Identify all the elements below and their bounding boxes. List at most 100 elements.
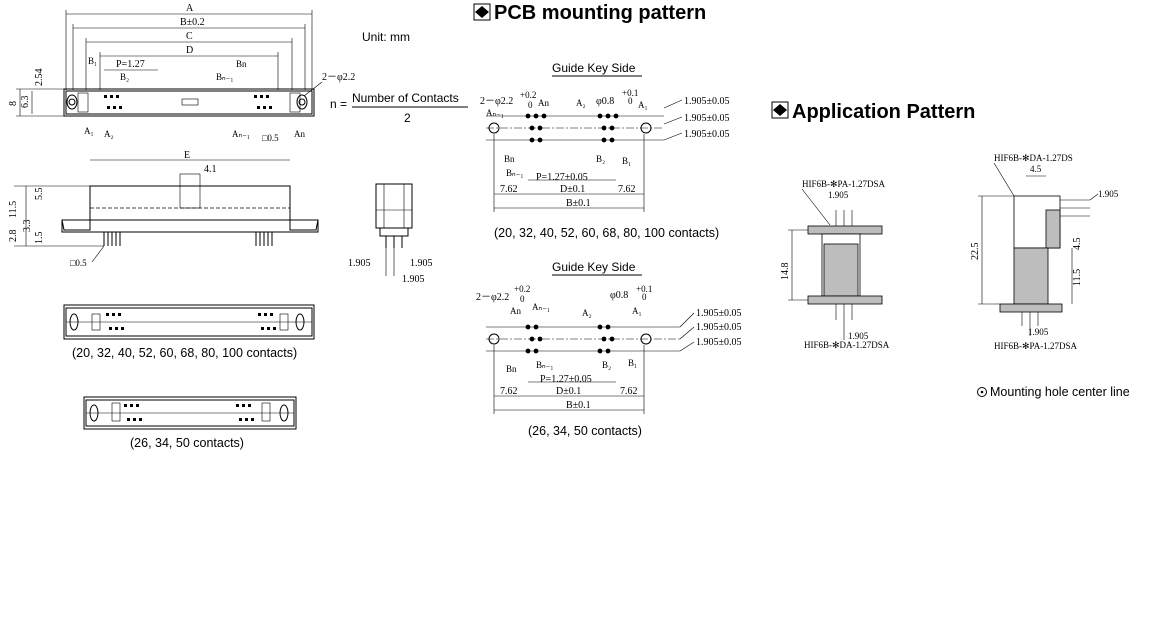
- svg-text:14.8: 14.8: [780, 263, 791, 281]
- svg-text:1.905: 1.905: [1028, 327, 1049, 337]
- svg-text:D±0.1: D±0.1: [560, 184, 585, 195]
- svg-text:A₂: A₂: [582, 308, 592, 318]
- svg-text:1.905±0.05: 1.905±0.05: [696, 322, 742, 333]
- svg-text:B±0.1: B±0.1: [566, 198, 591, 209]
- svg-text:+0.1: +0.1: [622, 88, 638, 98]
- label-bn: Bn: [236, 59, 247, 69]
- svg-text:Bn: Bn: [504, 154, 515, 164]
- svg-text:1.905±0.05: 1.905±0.05: [696, 308, 742, 319]
- svg-text:4.5: 4.5: [1072, 238, 1083, 251]
- svg-text:1.905±0.05: 1.905±0.05: [684, 129, 730, 140]
- svg-text:1.905: 1.905: [828, 190, 849, 200]
- label-a1: A₁: [84, 126, 94, 136]
- dim-hole: 2－φ2.2: [322, 72, 355, 83]
- dim-w41: 4.1: [204, 164, 217, 175]
- dim-c: C: [186, 31, 193, 42]
- connector-top-view: A B±0.2 C D P=1.27 B₁ B₂ Bn Bₙ₋₁ A₁: [8, 3, 355, 143]
- svg-text:B₁: B₁: [628, 358, 637, 368]
- svg-text:P=1.27±0.05: P=1.27±0.05: [540, 374, 592, 385]
- connector-end-view: 1.905 1.905 1.905: [348, 183, 433, 285]
- dim-sq05-side: □0.5: [70, 258, 87, 268]
- svg-text:A₁: A₁: [638, 100, 648, 110]
- svg-text:n =: n =: [330, 97, 347, 111]
- dim-h33: 3.3: [22, 220, 33, 233]
- svg-text:Aₙ₋₁: Aₙ₋₁: [486, 108, 504, 118]
- application-stack-left: HIF6B-✻PA-1.27DSA 1.905 14.8 1.905 HIF6B…: [780, 179, 890, 350]
- formula-denominator: 2: [404, 111, 411, 125]
- end-dim-1905-a: 1.905: [348, 258, 371, 269]
- svg-text:Bₙ₋₁: Bₙ₋₁: [506, 168, 523, 178]
- label-b2: B₂: [120, 72, 129, 82]
- label-an: An: [294, 129, 305, 139]
- dim-e: E: [184, 150, 190, 161]
- dim-b: B±0.2: [180, 17, 205, 28]
- svg-text:An: An: [538, 98, 549, 108]
- dim-h28: 2.8: [8, 230, 19, 243]
- guide-key-side-bottom: Guide Key Side: [552, 260, 636, 274]
- svg-text:Aₙ₋₁: Aₙ₋₁: [532, 302, 550, 312]
- svg-text:0: 0: [528, 100, 533, 110]
- svg-text:φ0.8: φ0.8: [596, 96, 614, 107]
- svg-text:HIF6B-✻PA-1.27DSA: HIF6B-✻PA-1.27DSA: [994, 341, 1077, 351]
- heading-pcb: PCB mounting pattern: [473, 2, 706, 24]
- svg-text:B₁: B₁: [622, 156, 631, 166]
- svg-text:B₂: B₂: [596, 154, 605, 164]
- label-a2: A₂: [104, 129, 114, 139]
- mounting-note-text: Mounting hole center line: [990, 385, 1130, 399]
- svg-text:A₂: A₂: [576, 98, 586, 108]
- svg-text:7.62: 7.62: [500, 184, 518, 195]
- svg-text:φ0.8: φ0.8: [610, 290, 628, 301]
- svg-text:7.62: 7.62: [618, 184, 636, 195]
- bottom-view-small: [83, 396, 297, 430]
- end-dim-1905-c: 1.905: [402, 274, 425, 285]
- label-bn-1: Bₙ₋₁: [216, 72, 233, 82]
- guide-key-side-top: Guide Key Side: [552, 61, 636, 75]
- svg-text:7.62: 7.62: [620, 386, 638, 397]
- svg-text:1.905±0.05: 1.905±0.05: [684, 113, 730, 124]
- svg-text:4.5: 4.5: [1030, 164, 1042, 174]
- svg-text:1.905: 1.905: [1098, 189, 1119, 199]
- pcb-pattern-bottom: Guide Key Side 2－φ2.2 +0.2 0 An Aₙ₋₁ A₂ …: [476, 260, 742, 414]
- svg-text:+0.2: +0.2: [520, 90, 536, 100]
- svg-text:B±0.1: B±0.1: [566, 400, 591, 411]
- svg-text:+0.1: +0.1: [636, 284, 652, 294]
- dim-h15: 1.5: [34, 232, 45, 245]
- dim-h8: 8: [8, 101, 19, 106]
- svg-text:P=1.27±0.05: P=1.27±0.05: [536, 172, 588, 183]
- svg-text:0: 0: [628, 96, 633, 106]
- svg-text:1.905±0.05: 1.905±0.05: [696, 337, 742, 348]
- pcb-pattern-top: Guide Key Side 2－φ2.2 +0.2 0 An A₂ φ0.8 …: [480, 61, 730, 212]
- label-an-1: Aₙ₋₁: [232, 129, 250, 139]
- svg-text:D±0.1: D±0.1: [556, 386, 581, 397]
- svg-text:HIF6B-✻DA-1.27DS: HIF6B-✻DA-1.27DS: [994, 153, 1073, 163]
- svg-text:HIF6B-✻DA-1.27DSA: HIF6B-✻DA-1.27DSA: [804, 340, 890, 350]
- heading-application-text: Application Pattern: [792, 101, 975, 123]
- formula-numerator: Number of Contacts: [352, 91, 459, 105]
- caption-left-bottom: (26, 34, 50 contacts): [130, 436, 244, 450]
- connector-side-view: E 4.1 11.5 5.5 3.3 2.8 1.5 □0.5: [8, 150, 319, 268]
- mounting-note: Mounting hole center line: [977, 385, 1130, 399]
- svg-text:1.905±0.05: 1.905±0.05: [684, 96, 730, 107]
- caption-pcb-bottom: (26, 34, 50 contacts): [528, 424, 642, 438]
- svg-text:1.905: 1.905: [848, 331, 869, 341]
- svg-text:+0.2: +0.2: [514, 284, 530, 294]
- application-stack-right: HIF6B-✻DA-1.27DS 4.5 1.905 22.5 4.5 11.5…: [970, 153, 1119, 351]
- svg-text:22.5: 22.5: [970, 243, 981, 261]
- svg-text:B₂: B₂: [602, 360, 611, 370]
- svg-text:2－φ2.2: 2－φ2.2: [476, 292, 509, 303]
- svg-text:11.5: 11.5: [1072, 269, 1083, 286]
- svg-text:HIF6B-✻PA-1.27DSA: HIF6B-✻PA-1.27DSA: [802, 179, 885, 189]
- heading-application: Application Pattern: [771, 101, 975, 123]
- label-b1: B₁: [88, 56, 97, 66]
- bottom-view-large: [63, 304, 315, 340]
- dim-sq05-top: □0.5: [262, 133, 279, 143]
- dim-h63: 6.3: [20, 96, 31, 109]
- svg-text:0: 0: [642, 292, 647, 302]
- contacts-formula: n = Number of Contacts 2: [330, 91, 468, 125]
- svg-text:Bₙ₋₁: Bₙ₋₁: [536, 360, 553, 370]
- svg-text:7.62: 7.62: [500, 386, 518, 397]
- dim-a: A: [186, 3, 194, 14]
- end-dim-1905-b: 1.905: [410, 258, 433, 269]
- caption-pcb-top: (20, 32, 40, 52, 60, 68, 80, 100 contact…: [494, 226, 719, 240]
